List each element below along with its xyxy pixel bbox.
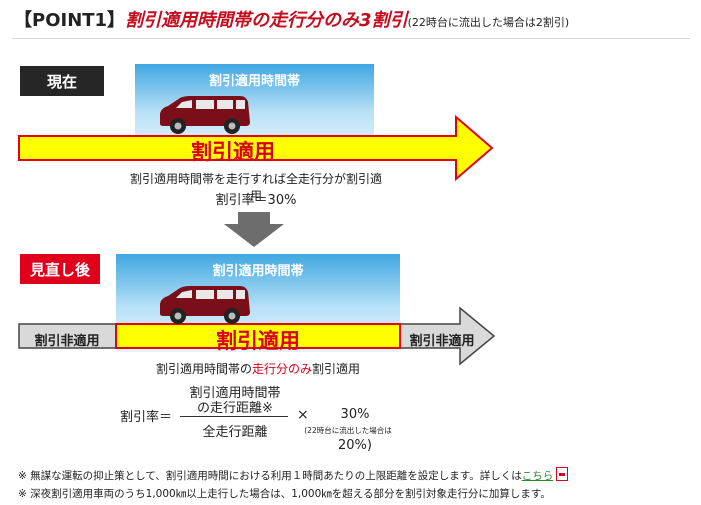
current-description: 割引適用時間帯を走行すれば全走行分が割引適用 xyxy=(129,172,382,203)
after-desc-post: 割引適用 xyxy=(312,362,361,376)
formula-numerator-line2: の走行距離※ xyxy=(197,401,273,416)
details-link[interactable]: こちら xyxy=(521,470,554,482)
headline: 割引適用時間帯の走行分のみ3割引 xyxy=(125,10,408,31)
discount-arrow-after xyxy=(18,306,496,366)
panel-title-current: 割引適用時間帯 xyxy=(208,74,300,89)
footnote-1: ※ 無謀な運転の抑止策として、割引適用時間における利用１時間あたりの上限距離を設… xyxy=(18,467,569,483)
header-divider xyxy=(12,38,690,39)
after-desc-highlight: 走行分のみ xyxy=(251,362,312,376)
after-desc-pre: 割引適用時間帯の xyxy=(155,362,252,376)
car-icon xyxy=(160,96,250,134)
current-label: 現在 xyxy=(20,66,104,96)
current-rate: 割引率＝30% xyxy=(215,193,297,208)
non-discount-right: 割引非適用 xyxy=(409,334,475,349)
footnote-2: ※ 深夜割引適用車両のうち1,000㎞以上走行した場合は、1,000㎞を超える部… xyxy=(18,488,551,500)
discount-arrow-current xyxy=(18,115,494,181)
yellow-arrow-shape xyxy=(18,115,494,181)
formula-rate-note: (22時台に流出した場合は xyxy=(304,426,392,435)
formula-numerator-line1: 割引適用時間帯 xyxy=(189,386,281,401)
footnote-1-text: ※ 無謀な運転の抑止策として、割引適用時間における利用１時間あたりの上限距離を設… xyxy=(18,470,522,482)
non-discount-left: 割引非適用 xyxy=(34,334,100,349)
formula-rate: 30% xyxy=(340,407,370,422)
after-label: 見直し後 xyxy=(20,254,100,284)
point-label: 【POINT1】 xyxy=(14,10,126,31)
car-icon xyxy=(160,286,250,324)
formula-rate-alt: 20%) xyxy=(338,438,372,453)
yellow-segment xyxy=(115,323,401,349)
fraction-bar xyxy=(180,416,288,417)
formula-denominator: 全走行距離 xyxy=(202,425,268,440)
arrow-text-after: 割引適用 xyxy=(216,329,300,353)
after-description: 割引適用時間帯の走行分のみ割引適用 xyxy=(116,360,400,377)
down-arrow-icon xyxy=(224,212,284,247)
arrow-text-current: 割引適用 xyxy=(191,140,275,164)
headline-note: (22時台に流出した場合は2割引) xyxy=(407,16,570,29)
panel-title-after: 割引適用時間帯 xyxy=(212,264,304,279)
formula-times: × xyxy=(297,407,309,423)
page-heading: 【POINT1】割引適用時間帯の走行分のみ3割引(22時台に流出した場合は2割引… xyxy=(14,6,569,32)
pdf-icon[interactable] xyxy=(556,467,569,481)
formula-label: 割引率＝ xyxy=(120,410,173,425)
